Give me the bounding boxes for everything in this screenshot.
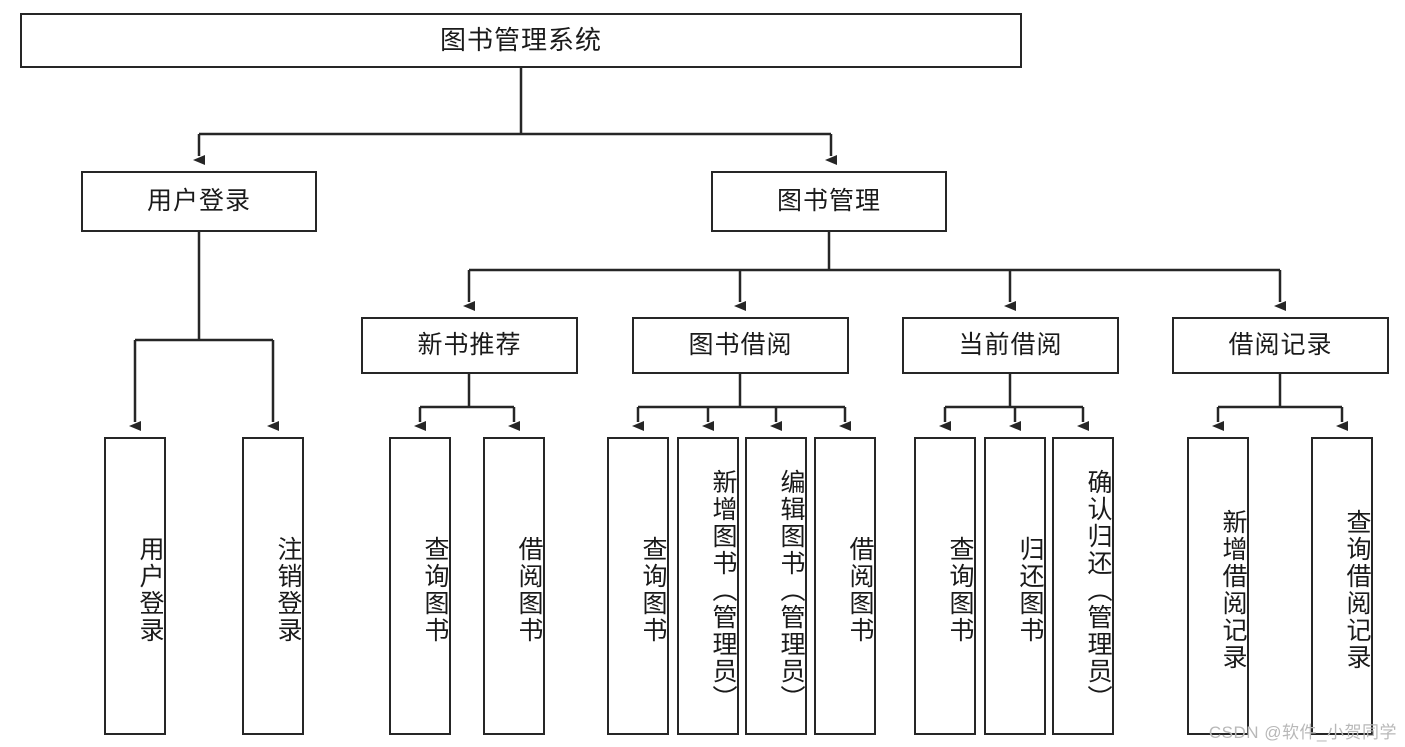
node-new-book-recommend[interactable]: 新书推荐 bbox=[361, 317, 578, 374]
node-label: 新书推荐 bbox=[417, 330, 522, 359]
node-leaf-query-book-newbook[interactable]: 查询图书 bbox=[389, 437, 451, 735]
node-label: 编辑图书（管理员） bbox=[777, 468, 805, 712]
node-label: 归还图书 bbox=[1016, 536, 1044, 644]
node-label: 查询图书 bbox=[639, 536, 667, 644]
node-label: 当前借阅 bbox=[958, 330, 1063, 359]
node-book-management[interactable]: 图书管理 bbox=[711, 171, 947, 232]
node-leaf-add-borrow-record[interactable]: 新增借阅记录 bbox=[1187, 437, 1249, 735]
node-leaf-query-borrow-record[interactable]: 查询借阅记录 bbox=[1311, 437, 1373, 735]
node-label: 借阅图书 bbox=[515, 536, 543, 644]
node-leaf-borrow-book[interactable]: 借阅图书 bbox=[814, 437, 876, 735]
node-leaf-return-book[interactable]: 归还图书 bbox=[984, 437, 1046, 735]
node-leaf-add-book-admin[interactable]: 新增图书（管理员） bbox=[677, 437, 739, 735]
node-borrow-record[interactable]: 借阅记录 bbox=[1172, 317, 1389, 374]
node-label: 借阅图书 bbox=[846, 536, 874, 644]
node-label: 查询图书 bbox=[946, 536, 974, 644]
node-leaf-borrow-book-newbook[interactable]: 借阅图书 bbox=[483, 437, 545, 735]
node-leaf-user-login[interactable]: 用户登录 bbox=[104, 437, 166, 735]
node-leaf-edit-book-admin[interactable]: 编辑图书（管理员） bbox=[745, 437, 807, 735]
node-label: 用户登录 bbox=[136, 536, 164, 644]
node-label: 图书管理 bbox=[776, 186, 881, 215]
node-root-system[interactable]: 图书管理系统 bbox=[20, 13, 1022, 68]
node-label: 用户登录 bbox=[146, 186, 251, 215]
node-label: 新增借阅记录 bbox=[1219, 509, 1247, 671]
node-user-login[interactable]: 用户登录 bbox=[81, 171, 317, 232]
node-leaf-query-book-current[interactable]: 查询图书 bbox=[914, 437, 976, 735]
node-label: 新增图书（管理员） bbox=[709, 468, 737, 712]
node-label: 图书管理系统 bbox=[439, 25, 602, 56]
node-leaf-logout[interactable]: 注销登录 bbox=[242, 437, 304, 735]
node-leaf-confirm-return-admin[interactable]: 确认归还（管理员） bbox=[1052, 437, 1114, 735]
node-label: 查询借阅记录 bbox=[1343, 509, 1371, 671]
node-label: 借阅记录 bbox=[1228, 330, 1333, 359]
node-label: 查询图书 bbox=[421, 536, 449, 644]
node-label: 图书借阅 bbox=[688, 330, 793, 359]
node-current-borrow[interactable]: 当前借阅 bbox=[902, 317, 1119, 374]
node-label: 注销登录 bbox=[274, 536, 302, 644]
node-label: 确认归还（管理员） bbox=[1084, 468, 1112, 712]
node-book-borrow[interactable]: 图书借阅 bbox=[632, 317, 849, 374]
node-leaf-query-book-borrow[interactable]: 查询图书 bbox=[607, 437, 669, 735]
watermark: CSDN @软件_小贺同学 bbox=[1208, 723, 1397, 742]
